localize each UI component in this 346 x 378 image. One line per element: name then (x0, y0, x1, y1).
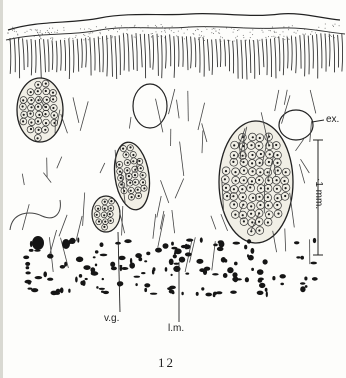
gland-cluster-middle (110, 140, 153, 212)
label-vg: v.g. (104, 314, 119, 324)
scale-label: ·1 mm. (313, 178, 324, 209)
vacuole-ellipse (133, 84, 167, 128)
ganglion-cluster-vg (92, 196, 120, 232)
epithelium-palisade (10, 33, 343, 79)
figure-number: 12 (158, 355, 175, 371)
gland-cluster-left (17, 78, 63, 142)
leader-ex (312, 120, 324, 122)
pigment-layer (23, 236, 317, 297)
cuticle-inner-line (6, 27, 345, 40)
label-lm: l.m. (168, 324, 184, 334)
label-ex: ex. (326, 115, 339, 125)
gland-cluster-right (219, 121, 293, 243)
